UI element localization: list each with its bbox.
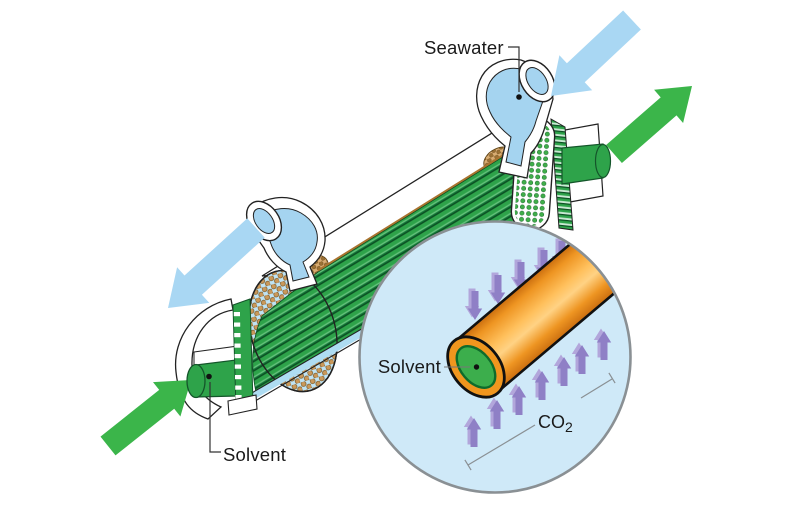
seawater-outlet-duct [245,196,326,292]
seawater-leader-dot [516,94,522,100]
seawater-label: Seawater [424,37,504,58]
seawater-leader-line [508,46,520,92]
co2-dimension-line [464,372,616,471]
membrane-tube-inset: CO2 Solvent [358,220,632,494]
tube-sheet-left-foot [227,394,258,416]
seawater-inlet-arrow [551,10,641,96]
seawater-callout: Seawater [424,37,522,100]
inset-solvent-callout: Solvent [378,356,480,377]
duct-opening [252,208,276,234]
solvent-leader-line [209,382,221,453]
seawater-outlet-arrow [168,218,265,308]
inset-solvent-leader-dot [473,364,480,370]
solvent-outlet-pipe [561,143,612,185]
solvent-inlet-pipe [186,359,237,399]
tube-sheet-left [227,298,258,416]
seawater-inlet-duct [475,58,556,179]
duct-opening [525,66,549,96]
bundle-face-outline [248,269,338,393]
solvent-outlet-arrow [606,86,692,163]
solvent-inlet-label: Solvent [223,444,286,465]
inset-circle-border [358,220,632,494]
solvent-inlet-callout: Solvent [206,373,286,465]
bundle-top-edge [317,145,518,272]
co2-label: CO2 [538,412,573,435]
solvent-inlet-arrow [100,380,191,456]
tube-sheet-left-holes [233,312,242,400]
inset-solvent-label: Solvent [378,356,441,377]
solvent-leader-dot [206,373,212,380]
